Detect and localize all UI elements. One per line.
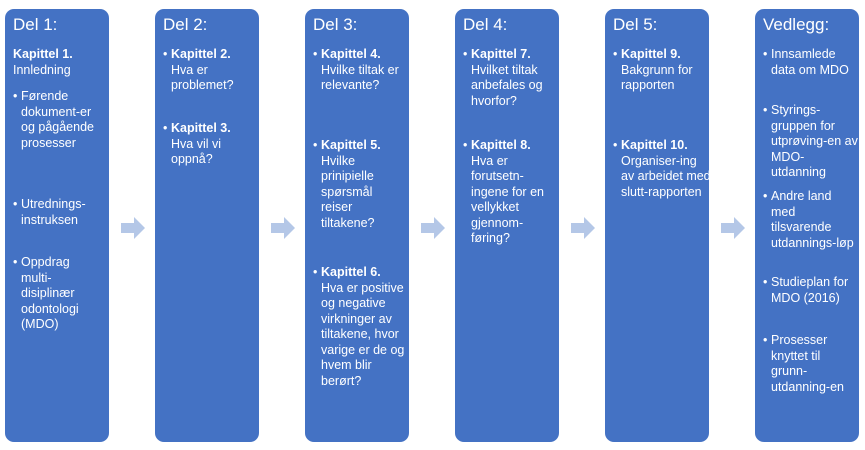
- appendix-text: Prosesser knyttet til grunn-utdanning-en: [771, 333, 844, 394]
- chapter-text: Hva er forutsetn-ingene for en vellykket…: [471, 153, 544, 246]
- chapter-item: Kapittel 8. Hva er forutsetn-ingene for …: [463, 138, 557, 247]
- chapter-label: Kapittel 10.: [621, 138, 688, 152]
- stage-box-del-1: Del 1: Kapittel 1. Innledning Førende do…: [5, 9, 109, 442]
- appendix-item: Styrings-gruppen for utprøving-en av MDO…: [763, 103, 859, 181]
- chapter-item: Kapittel 1. Innledning: [13, 47, 103, 78]
- arrow-right-icon: [121, 217, 145, 239]
- chapter-text: Hva vil vi oppnå?: [171, 136, 222, 167]
- arrow-right-icon: [271, 217, 295, 239]
- chapter-label: Kapittel 5.: [321, 138, 381, 152]
- bullet-item: Oppdrag multi-disiplinær odontologi (MDO…: [13, 255, 101, 333]
- chapter-item: Kapittel 4. Hvilke tiltak er relevante?: [313, 47, 407, 94]
- chapter-item: Kapittel 2. Hva er problemet?: [163, 47, 257, 94]
- chapter-item: Kapittel 5. Hvilke prinipielle spørsmål …: [313, 138, 407, 231]
- appendix-text: Andre land med tilsvarende utdannings-lø…: [771, 189, 854, 250]
- appendix-item: Innsamlede data om MDO: [763, 47, 859, 78]
- chapter-text: Hvilket tiltak anbefales og hvorfor?: [471, 62, 543, 108]
- bullet-text: Utrednings-instruksen: [21, 197, 86, 227]
- arrow-right-icon: [421, 217, 445, 239]
- chapter-label: Kapittel 3.: [171, 121, 231, 135]
- chapter-text: Hva er problemet?: [171, 62, 234, 93]
- stage-box-del-3: Del 3: Kapittel 4. Hvilke tiltak er rele…: [305, 9, 409, 442]
- stage-box-del-5: Del 5: Kapittel 9. Bakgrunn for rapporte…: [605, 9, 711, 442]
- appendix-text: Styrings-gruppen for utprøving-en av MDO…: [771, 103, 858, 179]
- appendix-item: Prosesser knyttet til grunn-utdanning-en: [763, 333, 859, 395]
- chapter-item: Kapittel 6. Hva er positive og negative …: [313, 265, 407, 389]
- stage-title: Del 3:: [313, 15, 358, 34]
- stage-box-vedlegg: Vedlegg: Innsamlede data om MDO Styrings…: [755, 9, 859, 442]
- chapter-item: Kapittel 3. Hva vil vi oppnå?: [163, 121, 257, 168]
- chapter-text: Hvilke tiltak er relevante?: [321, 62, 399, 93]
- bullet-item: Utrednings-instruksen: [13, 197, 101, 228]
- bullet-text: Førende dokument-er og pågående prosesse…: [21, 89, 94, 150]
- chapter-label: Kapittel 2.: [171, 47, 231, 61]
- chapter-item: Kapittel 10. Organiser-ing av arbeidet m…: [613, 138, 711, 200]
- chapter-label: Kapittel 8.: [471, 138, 531, 152]
- chapter-item: Kapittel 9. Bakgrunn for rapporten: [613, 47, 709, 94]
- stage-title: Del 1:: [13, 15, 58, 34]
- chapter-text: Bakgrunn for rapporten: [621, 62, 693, 93]
- stage-box-del-2: Del 2: Kapittel 2. Hva er problemet? Kap…: [155, 9, 259, 442]
- chapter-text: Organiser-ing av arbeidet med slutt-rapp…: [621, 153, 711, 199]
- bullet-item: Førende dokument-er og pågående prosesse…: [13, 89, 101, 151]
- appendix-text: Innsamlede data om MDO: [771, 47, 849, 77]
- chapter-label: Kapittel 6.: [321, 265, 381, 279]
- appendix-item: Andre land med tilsvarende utdannings-lø…: [763, 189, 859, 251]
- arrow-right-icon: [721, 217, 745, 239]
- chapter-text: Innledning: [13, 62, 71, 77]
- bullet-text: Oppdrag multi-disiplinær odontologi (MDO…: [21, 255, 79, 331]
- chapter-label: Kapittel 4.: [321, 47, 381, 61]
- arrow-right-icon: [571, 217, 595, 239]
- stage-title: Del 4:: [463, 15, 508, 34]
- chapter-label: Kapittel 7.: [471, 47, 531, 61]
- stage-box-del-4: Del 4: Kapittel 7. Hvilket tiltak anbefa…: [455, 9, 559, 442]
- stage-title: Del 5:: [613, 15, 658, 34]
- chapter-text: Hva er positive og negative virkninger a…: [321, 280, 405, 388]
- chapter-label: Kapittel 9.: [621, 47, 681, 61]
- stage-title: Del 2:: [163, 15, 208, 34]
- appendix-text: Studieplan for MDO (2016): [771, 275, 849, 305]
- stage-title: Vedlegg:: [763, 15, 830, 34]
- chapter-label: Kapittel 1.: [13, 47, 73, 61]
- chapter-item: Kapittel 7. Hvilket tiltak anbefales og …: [463, 47, 557, 109]
- chapter-text: Hvilke prinipielle spørsmål reiser tilta…: [321, 153, 375, 230]
- appendix-item: Studieplan for MDO (2016): [763, 275, 859, 306]
